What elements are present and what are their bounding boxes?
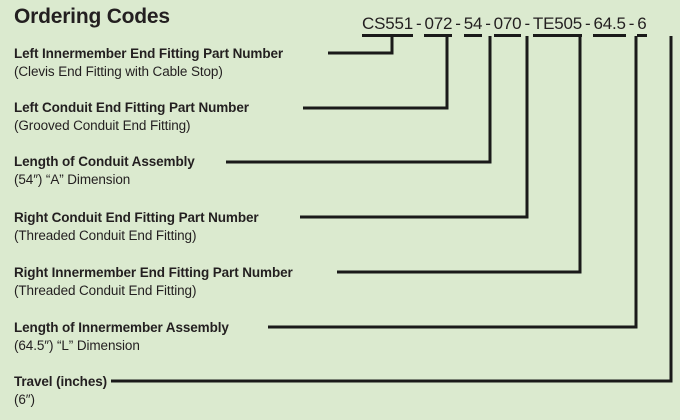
legend-row-2: Left Conduit End Fitting Part Number (Gr…	[14, 100, 249, 134]
code-segment-4: 070	[493, 14, 522, 37]
legend-row-3: Length of Conduit Assembly (54″) “A” Dim…	[14, 154, 195, 188]
code-segment-7: 6	[637, 14, 647, 37]
code-segment-5: TE505	[532, 14, 582, 37]
legend-row-7-title: Travel (inches)	[14, 374, 108, 389]
code-separator-2: -	[455, 14, 461, 33]
ordering-code-string: CS551 - 072 - 54 - 070 - TE505 - 64.5 - …	[362, 14, 647, 37]
legend-row-6-title: Length of Innermember Assembly	[14, 320, 229, 335]
code-separator-1: -	[415, 14, 422, 33]
leader-line-6	[268, 36, 638, 329]
code-segment-3: 54	[463, 14, 482, 37]
leader-line-4	[300, 36, 529, 219]
legend-row-5-title: Right Innermember End Fitting Part Numbe…	[14, 265, 293, 280]
legend-row-1-title: Left Innermember End Fitting Part Number	[14, 46, 284, 61]
legend-row-4: Right Conduit End Fitting Part Number (T…	[14, 210, 259, 244]
code-separator-6: -	[628, 14, 635, 33]
legend-row-6-subtitle: (64.5″) “L” Dimension	[14, 338, 140, 353]
code-segment-6: 64.5	[593, 14, 626, 37]
legend-row-2-title: Left Conduit End Fitting Part Number	[14, 100, 249, 115]
legend-row-1-subtitle: (Clevis End Fitting with Cable Stop)	[14, 64, 223, 79]
code-separator-3: -	[485, 14, 491, 33]
leader-line-5	[337, 36, 582, 274]
legend-row-1: Left Innermember End Fitting Part Number…	[14, 46, 283, 80]
code-segment-1: CS551	[362, 14, 413, 37]
leader-line-2	[303, 36, 449, 110]
legend-row-7-subtitle: (6″)	[14, 392, 35, 407]
legend-row-4-subtitle: (Threaded Conduit End Fitting)	[14, 228, 197, 243]
legend-row-3-subtitle: (54″) “A” Dimension	[14, 172, 131, 187]
legend-row-2-subtitle: (Grooved Conduit End Fitting)	[14, 118, 191, 133]
legend-row-3-title: Length of Conduit Assembly	[14, 154, 195, 169]
legend-row-6: Length of Innermember Assembly (64.5″) “…	[14, 320, 229, 354]
legend-row-5: Right Innermember End Fitting Part Numbe…	[14, 265, 293, 299]
leader-line-1	[328, 36, 394, 55]
legend-row-5-subtitle: (Threaded Conduit End Fitting)	[14, 283, 197, 298]
page-title: Ordering Codes	[14, 5, 170, 28]
code-separator-4: -	[524, 14, 530, 33]
code-segment-2: 072	[424, 14, 452, 37]
code-separator-5: -	[585, 14, 591, 33]
legend-row-7: Travel (inches) (6″)	[14, 374, 107, 408]
legend-row-4-title: Right Conduit End Fitting Part Number	[14, 210, 259, 225]
